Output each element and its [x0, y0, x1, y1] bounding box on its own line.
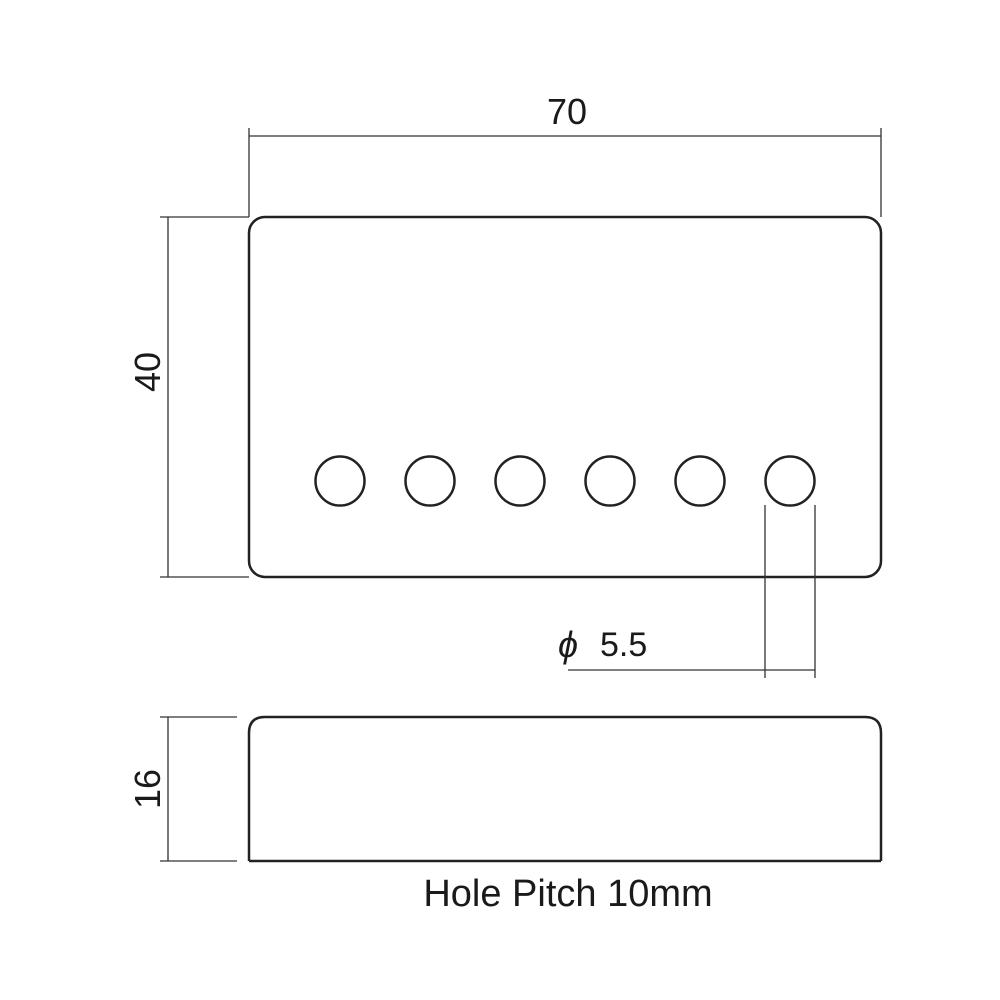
- hole-4: [584, 455, 636, 507]
- width-dimension: 70: [248, 91, 882, 217]
- hole-diameter-label: 5.5: [600, 626, 647, 664]
- hole-3: [494, 455, 546, 507]
- diameter-symbol: ϕ: [558, 624, 578, 665]
- hole-6: [764, 455, 816, 507]
- depth-dimension: 16: [127, 716, 237, 862]
- holes-row: [314, 455, 816, 507]
- width-label: 70: [547, 91, 587, 132]
- depth-label: 16: [127, 769, 168, 809]
- height-label: 40: [127, 352, 168, 392]
- hole-2: [404, 455, 456, 507]
- hole-5: [674, 455, 726, 507]
- top-view-outline: [247, 215, 883, 579]
- side-view-outline: [247, 715, 883, 861]
- hole-pitch-caption: Hole Pitch 10mm: [423, 873, 712, 915]
- hole-diameter-dimension: ϕ 5.5: [558, 505, 816, 678]
- height-dimension: 40: [127, 216, 249, 578]
- hole-1: [314, 455, 366, 507]
